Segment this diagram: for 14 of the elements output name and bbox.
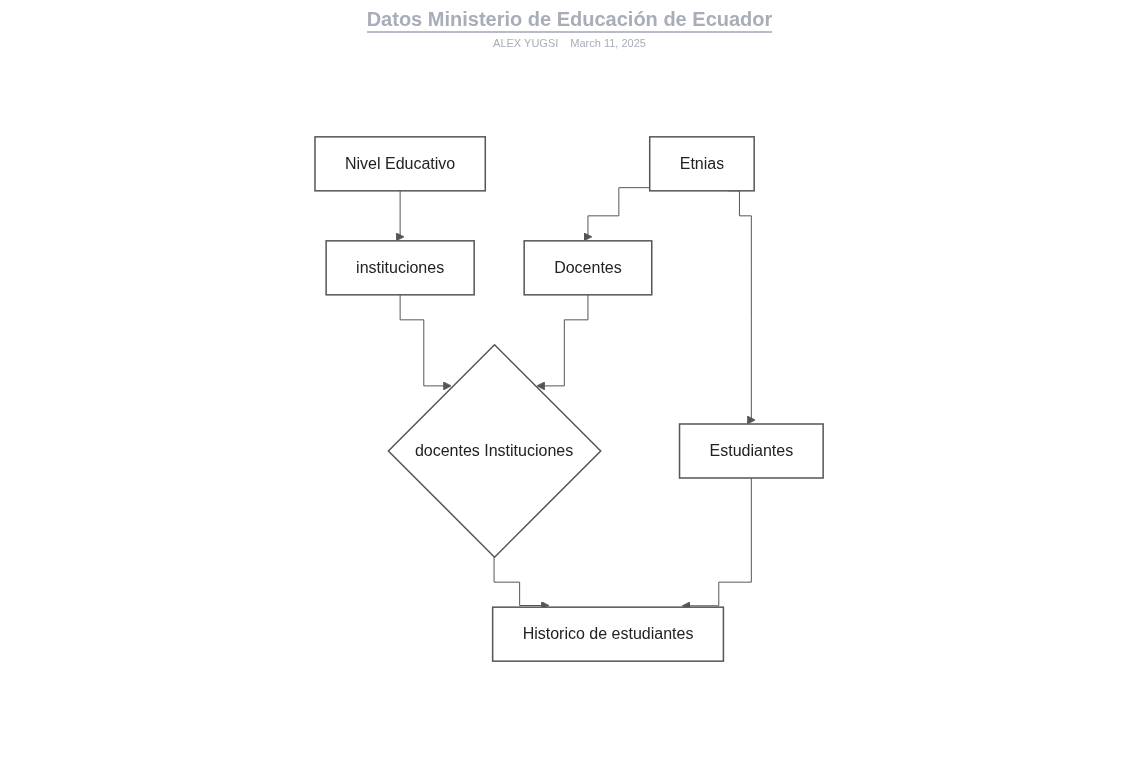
arrow [584,187,651,242]
node-diamond: docentes Instituciones [387,343,603,559]
node-box: instituciones [325,240,476,296]
node-box: Estudiantes [679,423,825,479]
arrow [400,294,453,391]
byline-text: ALEX YUGSI [493,37,559,49]
diagram-title: Datos Ministerio de Educación de Ecuador [366,8,773,33]
arrow [396,190,405,242]
arrow [536,294,589,391]
node-box: Nivel Educativo [314,136,487,192]
node-box: Etnias [649,136,756,192]
byline-text: March 11, 2025 [570,37,646,49]
node-box: Historico de estudiantes [492,606,725,662]
node-box: Docentes [523,240,653,296]
